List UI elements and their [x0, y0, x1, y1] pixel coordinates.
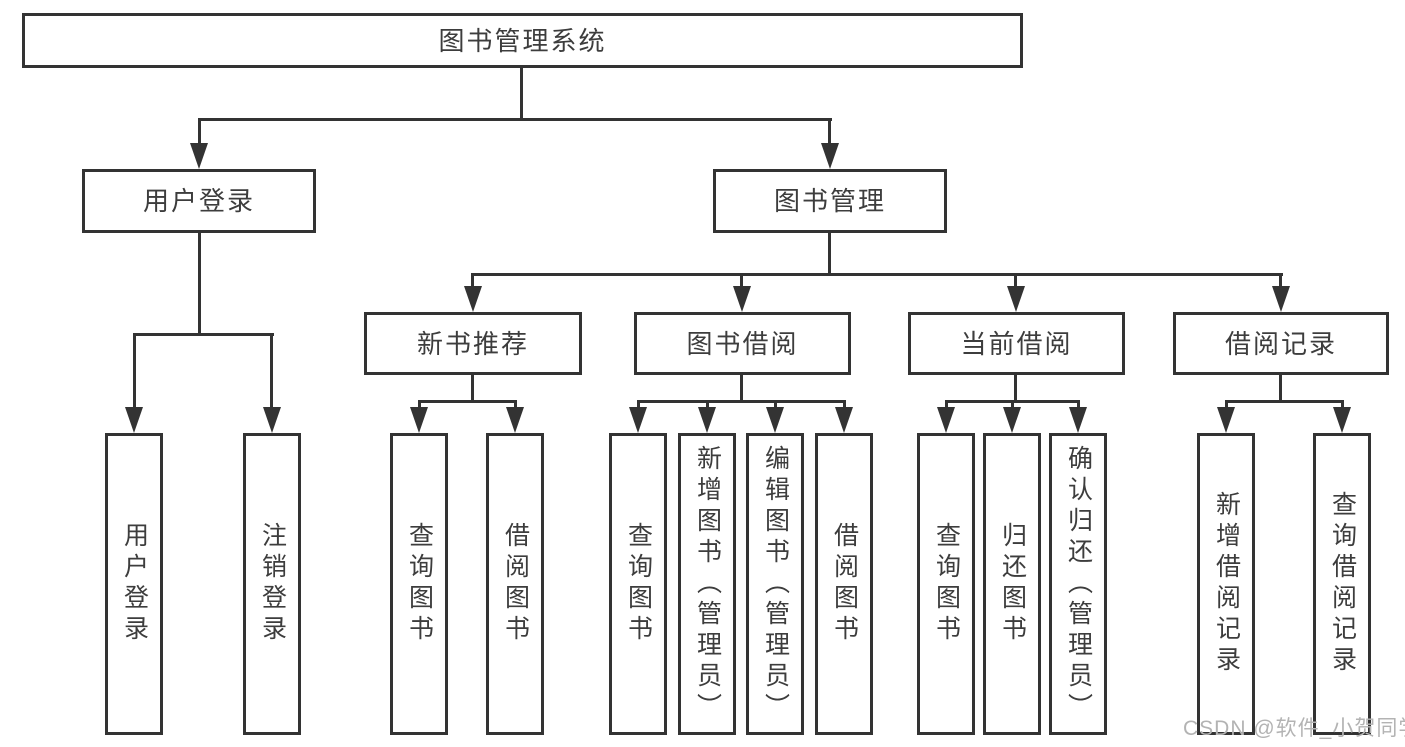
leaf-borrow-query-label: 查询图书 — [624, 522, 653, 646]
arrowhead-borrow-records — [1272, 286, 1290, 312]
arrowhead-book-borrow — [733, 286, 751, 312]
leaf-newbook-query: 查询图书 — [390, 433, 448, 735]
leaf-borrow-add-admin-label: 新增图书（管理员） — [693, 444, 722, 724]
arrowhead-records-add — [1217, 407, 1235, 433]
leaf-current-query-label: 查询图书 — [932, 522, 961, 646]
arrowhead-records-query — [1333, 407, 1351, 433]
leaf-current-return: 归还图书 — [983, 433, 1041, 735]
arrowhead-borrow-borrow — [835, 407, 853, 433]
arrowhead-borrow-query — [629, 407, 647, 433]
leaf-newbook-borrow: 借阅图书 — [486, 433, 544, 735]
leaf-borrow-borrow-label: 借阅图书 — [830, 522, 859, 646]
node-borrow-records: 借阅记录 — [1173, 312, 1389, 375]
leaf-borrow-edit-admin: 编辑图书（管理员） — [746, 433, 804, 735]
leaf-borrow-borrow: 借阅图书 — [815, 433, 873, 735]
connector-mgmt-stem — [828, 233, 831, 273]
leaf-current-query: 查询图书 — [917, 433, 975, 735]
node-book-borrow: 图书借阅 — [634, 312, 851, 375]
node-user-login: 用户登录 — [82, 169, 316, 233]
node-user-login-label: 用户登录 — [142, 186, 255, 216]
arrowhead-current-borrow — [1007, 286, 1025, 312]
leaf-records-query-label: 查询借阅记录 — [1328, 491, 1357, 677]
connector-records-drop-1 — [1225, 400, 1228, 410]
connector-records-drop-2 — [1341, 400, 1344, 410]
connector-newbook-branch — [418, 400, 517, 403]
connector-borrow-stem — [740, 375, 743, 400]
leaf-newbook-borrow-label: 借阅图书 — [501, 522, 530, 646]
connector-root-left-drop — [198, 118, 201, 150]
arrowhead-newbook-query — [410, 407, 428, 433]
connector-login-left-drop — [133, 333, 136, 411]
leaf-records-add-label: 新增借阅记录 — [1212, 491, 1241, 677]
arrowhead-current-return — [1003, 407, 1021, 433]
connector-records-branch — [1225, 400, 1344, 403]
leaf-logout-label: 注销登录 — [258, 522, 287, 646]
connector-borrow-drop-4 — [843, 400, 846, 410]
node-root: 图书管理系统 — [22, 13, 1023, 68]
watermark-text: CSDN @软件_小贺同学 — [1183, 717, 1405, 740]
connector-mgmt-drop-1 — [471, 273, 474, 289]
connector-login-right-drop — [270, 333, 273, 411]
node-book-management: 图书管理 — [713, 169, 947, 233]
leaf-logout: 注销登录 — [243, 433, 301, 735]
connector-mgmt-drop-3 — [1014, 273, 1017, 289]
leaf-borrow-query: 查询图书 — [609, 433, 667, 735]
arrowhead-current-query — [937, 407, 955, 433]
leaf-current-confirm-admin: 确认归还（管理员） — [1049, 433, 1107, 735]
connector-mgmt-branch — [472, 273, 1283, 276]
connector-login-branch — [133, 333, 274, 336]
connector-mgmt-drop-2 — [740, 273, 743, 289]
node-borrow-records-label: 借阅记录 — [1224, 328, 1337, 359]
leaf-newbook-query-label: 查询图书 — [405, 522, 434, 646]
node-current-borrow-label: 当前借阅 — [960, 328, 1073, 359]
connector-root-branch — [198, 118, 832, 121]
arrowhead-borrow-add — [698, 407, 716, 433]
connector-mgmt-drop-4 — [1279, 273, 1282, 289]
node-current-borrow: 当前借阅 — [908, 312, 1125, 375]
leaf-records-add: 新增借阅记录 — [1197, 433, 1255, 735]
connector-borrow-drop-2 — [706, 400, 709, 410]
leaf-current-confirm-admin-label: 确认归还（管理员） — [1064, 444, 1093, 724]
arrowhead-new-book-recommend — [464, 286, 482, 312]
connector-root-right-drop — [828, 118, 831, 150]
connector-current-drop-2 — [1011, 400, 1014, 410]
connector-newbook-drop-1 — [418, 400, 421, 410]
leaf-borrow-edit-admin-label: 编辑图书（管理员） — [761, 444, 790, 724]
node-book-management-label: 图书管理 — [773, 186, 886, 216]
connector-newbook-drop-2 — [514, 400, 517, 410]
arrowhead-user-login — [190, 143, 208, 169]
connector-current-drop-1 — [945, 400, 948, 410]
node-book-borrow-label: 图书借阅 — [686, 328, 799, 359]
connector-current-drop-3 — [1077, 400, 1080, 410]
node-new-book-recommend-label: 新书推荐 — [416, 328, 529, 359]
connector-borrow-drop-1 — [637, 400, 640, 410]
connector-records-stem — [1279, 375, 1282, 400]
leaf-records-query: 查询借阅记录 — [1313, 433, 1371, 735]
leaf-user-login: 用户登录 — [105, 433, 163, 735]
connector-borrow-branch — [637, 400, 846, 403]
connector-login-stem — [198, 233, 201, 333]
arrowhead-newbook-borrow — [506, 407, 524, 433]
connector-root-stem — [520, 68, 523, 118]
leaf-borrow-add-admin: 新增图书（管理员） — [678, 433, 736, 735]
leaf-current-return-label: 归还图书 — [998, 522, 1027, 646]
arrowhead-current-confirm — [1069, 407, 1087, 433]
arrowhead-book-management — [821, 143, 839, 169]
arrowhead-leaf-logout — [263, 407, 281, 433]
arrowhead-leaf-user-login — [125, 407, 143, 433]
connector-borrow-drop-3 — [774, 400, 777, 410]
node-root-label: 图书管理系统 — [438, 25, 607, 56]
connector-current-stem — [1014, 375, 1017, 400]
connector-newbook-stem — [471, 375, 474, 400]
node-new-book-recommend: 新书推荐 — [364, 312, 582, 375]
leaf-user-login-label: 用户登录 — [120, 522, 149, 646]
arrowhead-borrow-edit — [766, 407, 784, 433]
